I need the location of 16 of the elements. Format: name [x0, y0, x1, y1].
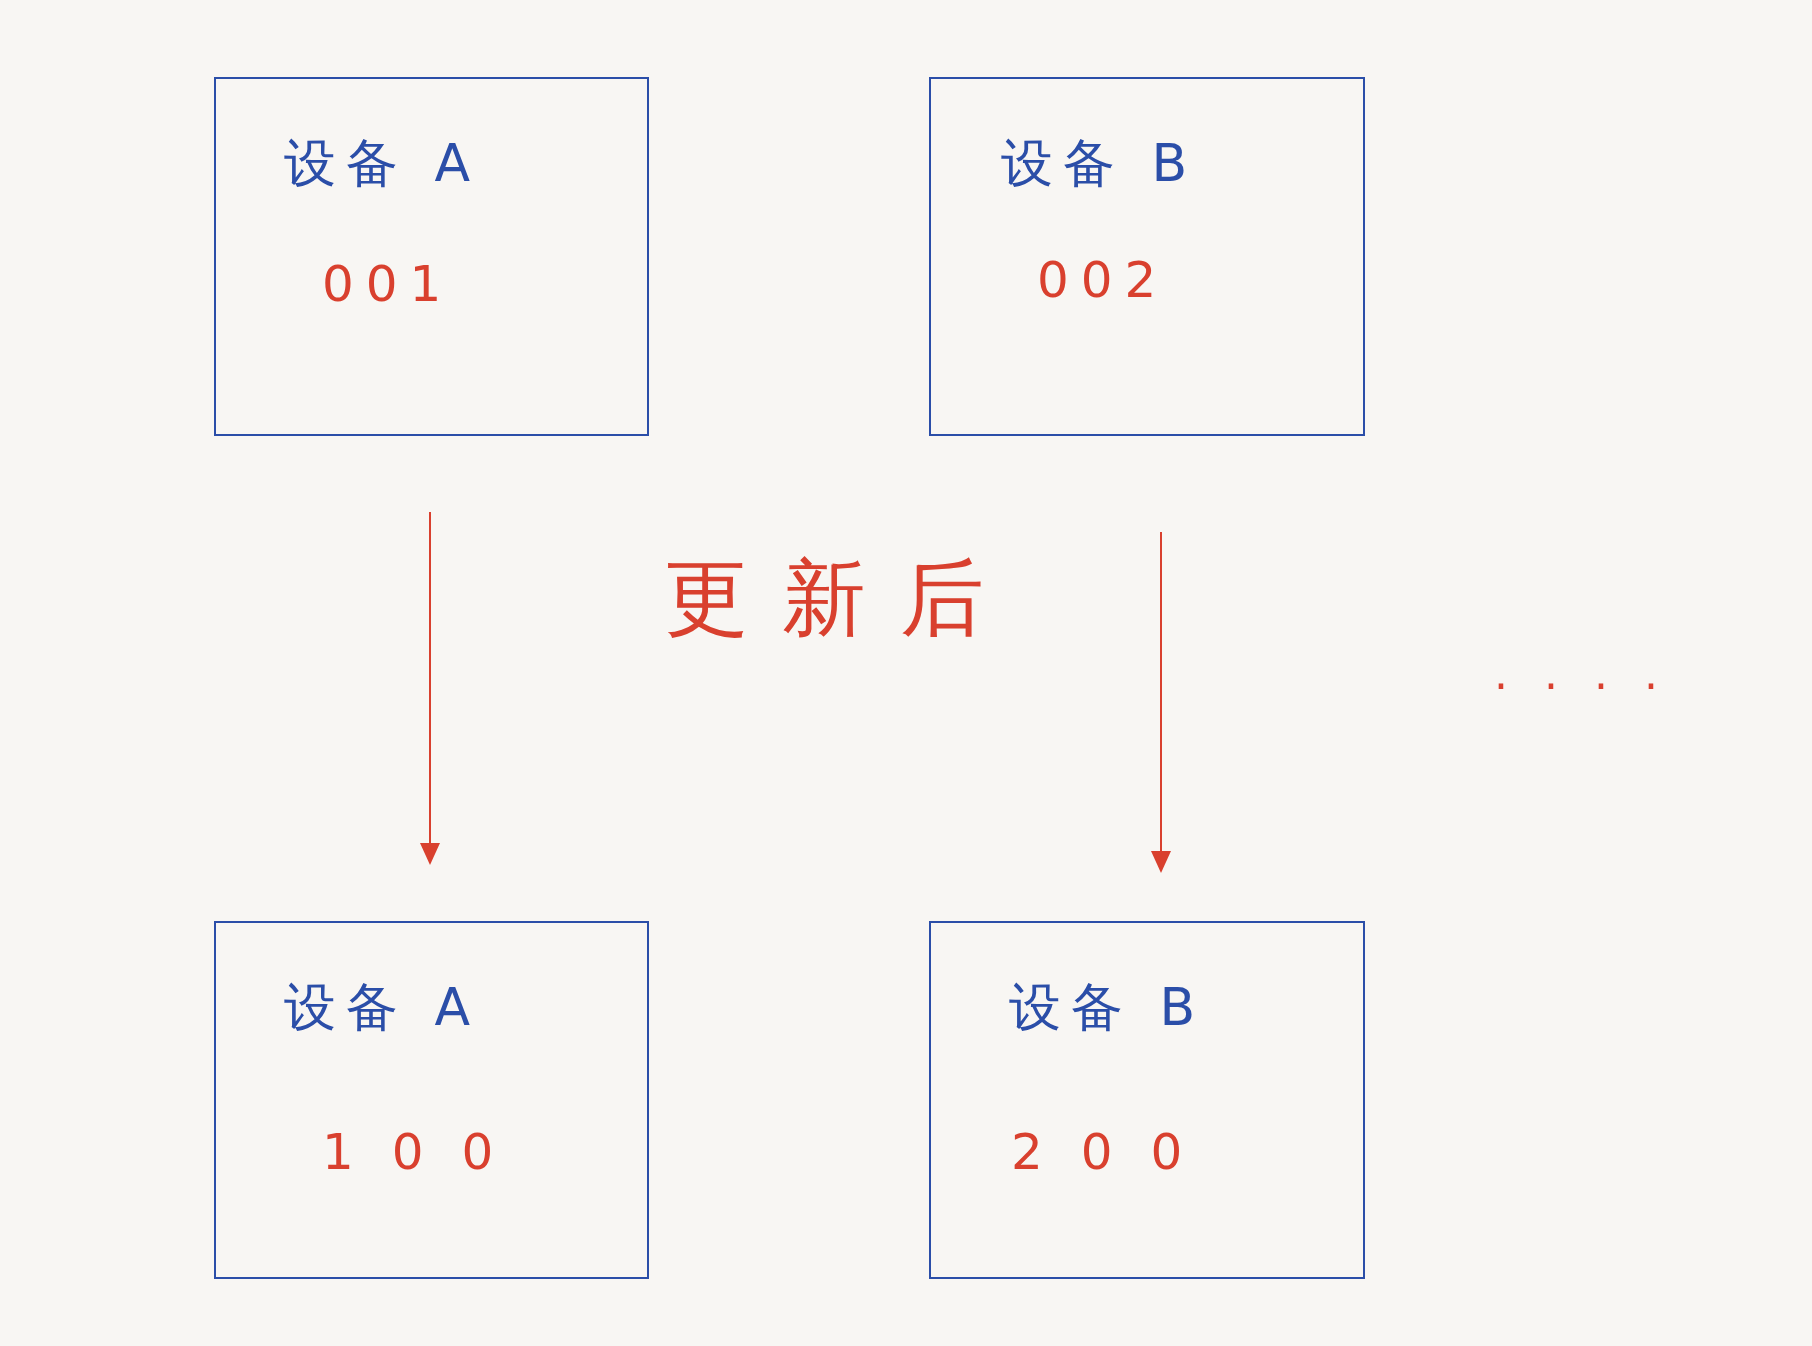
- annotation-text: 更新后: [664, 556, 1018, 640]
- device-name: 设备 A: [284, 137, 481, 189]
- device-name: 设备 B: [1001, 137, 1198, 189]
- device-box: [929, 77, 1365, 436]
- device-value: 001: [322, 259, 454, 309]
- device-value: 100: [322, 1127, 532, 1177]
- arrow: [420, 511, 440, 865]
- arrow: [1151, 531, 1171, 873]
- device-value: 200: [1011, 1127, 1221, 1177]
- ellipsis-text: ....: [1494, 652, 1694, 696]
- device-box: [214, 921, 649, 1279]
- device-box: [214, 77, 649, 436]
- device-name: 设备 A: [284, 981, 481, 1033]
- device-box: [929, 921, 1365, 1279]
- device-value: 002: [1037, 255, 1169, 305]
- device-name: 设备 B: [1009, 981, 1206, 1033]
